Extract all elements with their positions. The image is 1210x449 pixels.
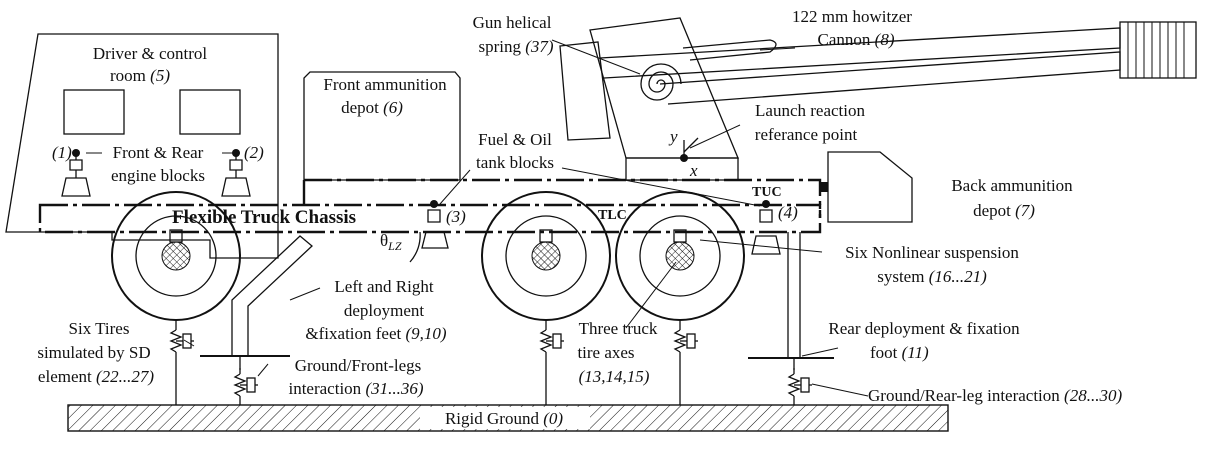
label-fuel-blocks: Fuel & Oil <box>478 130 552 149</box>
fuel-tank-block-right <box>751 200 781 255</box>
label-gun-spring-2: spring (37) <box>478 37 553 56</box>
label-deploy-feet-3: &fixation feet (9,10) <box>305 324 446 343</box>
label-driver-room: Driver & control <box>93 44 208 63</box>
label-fuel-blocks-2: tank blocks <box>476 153 554 172</box>
theta-lz-angle <box>409 231 421 263</box>
back-ammunition-depot <box>827 151 913 223</box>
label-engine-left-num: (1) <box>52 143 72 162</box>
tire-spring-middle <box>540 320 565 405</box>
label-chassis: Flexible Truck Chassis <box>172 207 356 228</box>
label-tire-axes-num: (13,14,15) <box>579 367 650 386</box>
label-front-legs-2: interaction (31...36) <box>288 379 423 398</box>
rear-tire <box>615 191 745 321</box>
label-tire-axes: Three truck <box>579 319 658 338</box>
label-tire-axes-2: tire axes <box>577 343 634 362</box>
tire-spring-rear <box>674 320 699 405</box>
label-front-depot: Front ammunition <box>323 75 447 94</box>
label-front-depot-2: depot (6) <box>341 98 403 117</box>
label-front-legs: Ground/Front-legs <box>295 356 422 375</box>
upper-chassis <box>302 178 828 218</box>
label-tuc: TUC <box>752 185 782 200</box>
label-engine-blocks: Front & Rear <box>113 143 204 162</box>
tire-spring-front <box>170 320 195 405</box>
label-deploy-feet-2: deployment <box>344 301 425 320</box>
howitzer-cannon <box>599 21 1197 105</box>
label-six-tires-3: element (22...27) <box>38 367 154 386</box>
front-ammunition-depot <box>303 71 461 181</box>
flexible-truck-chassis <box>38 203 822 234</box>
front-engine-block <box>61 149 91 197</box>
label-rigid-ground: Rigid Ground (0) <box>445 409 563 428</box>
label-back-depot-2: depot (7) <box>973 201 1035 220</box>
label-launch-point: Launch reaction <box>755 101 865 120</box>
label-launch-point-2: referance point <box>755 125 858 144</box>
label-fuel-left-num: (3) <box>446 207 466 226</box>
label-deploy-feet: Left and Right <box>334 277 433 296</box>
rigid-ground <box>67 404 949 432</box>
label-axis-y: y <box>668 127 678 146</box>
label-fuel-right-num: (4) <box>778 203 798 222</box>
label-gun-spring: Gun helical <box>473 13 552 32</box>
label-cannon-2: Cannon (8) <box>818 30 895 49</box>
launch-reference-point <box>680 137 700 162</box>
label-suspension-2: system (16...21) <box>877 267 987 286</box>
label-six-tires: Six Tires <box>69 319 130 338</box>
label-rear-foot: Rear deployment & fixation <box>828 319 1020 338</box>
rear-deployment-foot <box>748 232 834 405</box>
front-deployment-feet <box>200 235 313 405</box>
driver-control-room <box>5 33 279 259</box>
label-engine-blocks-2: engine blocks <box>111 166 205 185</box>
label-engine-right-num: (2) <box>244 143 264 162</box>
label-rear-foot-2: foot (11) <box>870 343 929 362</box>
label-suspension: Six Nonlinear suspension <box>845 243 1019 262</box>
label-rear-leg: Ground/Rear-leg interaction (28...30) <box>868 386 1122 405</box>
label-driver-room-2: room (5) <box>110 66 170 85</box>
label-tlc: TLC <box>598 208 627 223</box>
label-axis-x: x <box>689 161 698 180</box>
fuel-tank-block-left <box>421 200 449 249</box>
label-back-depot: Back ammunition <box>951 176 1073 195</box>
leader-lines <box>86 39 869 397</box>
label-six-tires-2: simulated by SD <box>37 343 150 362</box>
gun-helical-spring <box>640 63 682 101</box>
middle-tire <box>481 191 611 321</box>
label-cannon: 122 mm howitzer <box>792 7 912 26</box>
gun-cradle <box>559 17 739 181</box>
label-theta-lz: θLZ <box>380 231 402 253</box>
